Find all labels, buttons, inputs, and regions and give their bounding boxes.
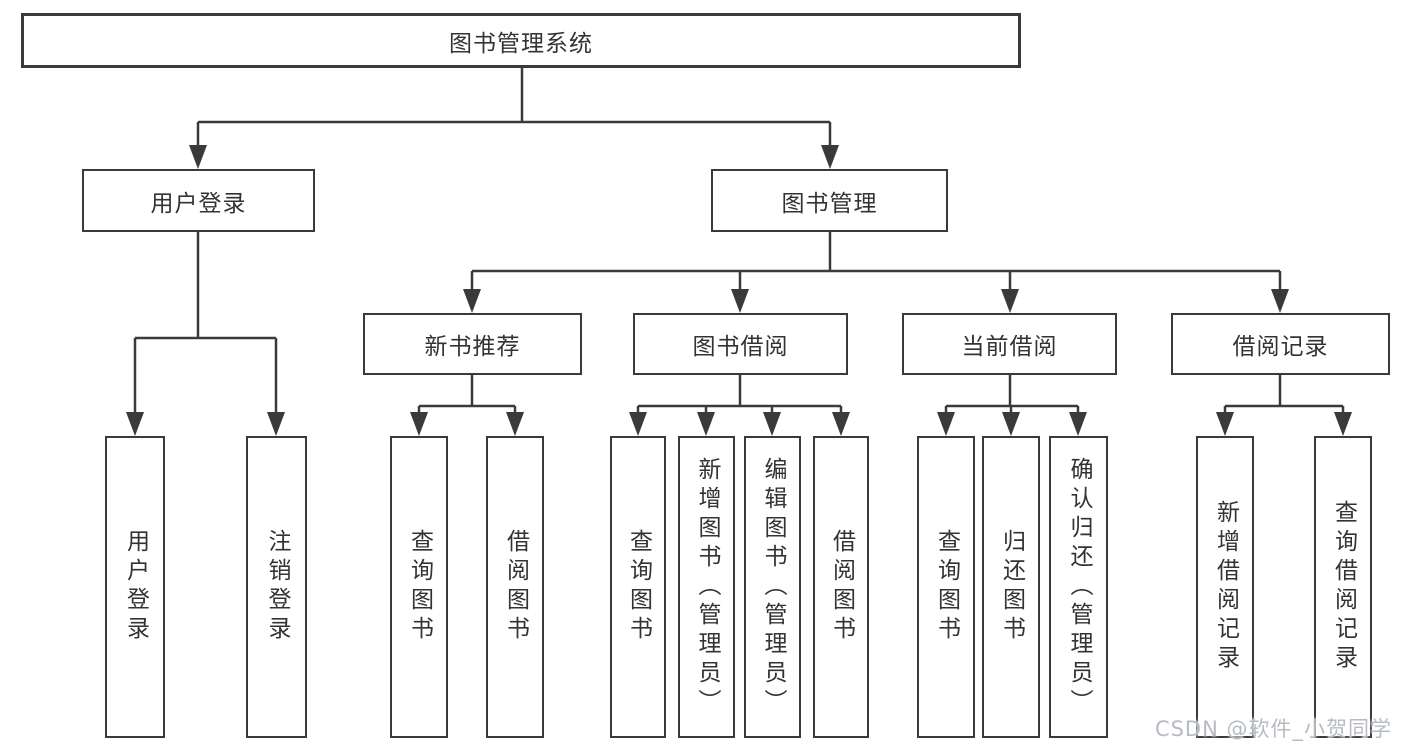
node-label: 图书借阅	[692, 334, 789, 360]
leaf-user-login: 用户登录	[105, 436, 165, 738]
node-book-borrow: 图书借阅	[633, 313, 848, 375]
node-borrow-records: 借阅记录	[1171, 313, 1390, 375]
node-label: 新书推荐	[424, 334, 521, 360]
node-label: 用户登录	[150, 190, 247, 217]
connector-borrow-records-children	[1216, 375, 1352, 436]
node-label: 图书管理	[781, 190, 878, 217]
node-label: 用户登录	[122, 529, 149, 645]
connector-root-to-level2	[189, 68, 839, 169]
node-current-borrow: 当前借阅	[902, 313, 1117, 375]
node-book-management: 图书管理	[711, 169, 948, 232]
node-label: 借阅图书	[828, 529, 855, 645]
node-label: 借阅图书	[502, 529, 529, 645]
leaf-cb-query-books: 查询图书	[917, 436, 975, 738]
leaf-bb-edit-books-admin: 编辑图书（管理员）	[744, 436, 801, 738]
node-label: 图书管理系统	[449, 30, 593, 57]
node-label: 查询借阅记录	[1330, 500, 1357, 674]
leaf-br-add-record: 新增借阅记录	[1196, 436, 1254, 738]
node-label: 新增借阅记录	[1212, 500, 1239, 674]
connector-user-login-children	[126, 232, 285, 436]
node-library-management-system: 图书管理系统	[21, 13, 1021, 68]
node-label: 当前借阅	[961, 334, 1058, 360]
node-label: 确认归还（管理员）	[1066, 456, 1092, 718]
csdn-watermark: CSDN @软件_小贺同学	[1154, 717, 1392, 741]
node-label: 新增图书（管理员）	[694, 456, 720, 718]
node-label: 查询图书	[625, 529, 652, 645]
node-user-login: 用户登录	[82, 169, 315, 232]
node-label: 编辑图书（管理员）	[760, 456, 786, 718]
connector-book-mgmt-children	[463, 232, 1289, 313]
connector-book-borrow-children	[629, 375, 850, 436]
leaf-bb-add-books-admin: 新增图书（管理员）	[678, 436, 735, 738]
leaf-nbr-borrow-books: 借阅图书	[486, 436, 544, 738]
leaf-br-query-record: 查询借阅记录	[1314, 436, 1372, 738]
leaf-logout: 注销登录	[246, 436, 307, 738]
leaf-nbr-query-books: 查询图书	[390, 436, 448, 738]
node-label: 查询图书	[406, 529, 433, 645]
node-label: 归还图书	[998, 529, 1025, 645]
node-label: 注销登录	[264, 529, 290, 645]
node-new-book-recommend: 新书推荐	[363, 313, 582, 375]
leaf-cb-confirm-return-admin: 确认归还（管理员）	[1049, 436, 1108, 738]
node-label: 借阅记录	[1232, 334, 1329, 360]
leaf-cb-return-books: 归还图书	[982, 436, 1040, 738]
connector-new-book-rec-children	[410, 375, 524, 436]
connector-current-borrow-children	[937, 375, 1087, 436]
leaf-bb-query-books: 查询图书	[610, 436, 666, 738]
leaf-bb-borrow-books: 借阅图书	[813, 436, 869, 738]
node-label: 查询图书	[933, 529, 960, 645]
